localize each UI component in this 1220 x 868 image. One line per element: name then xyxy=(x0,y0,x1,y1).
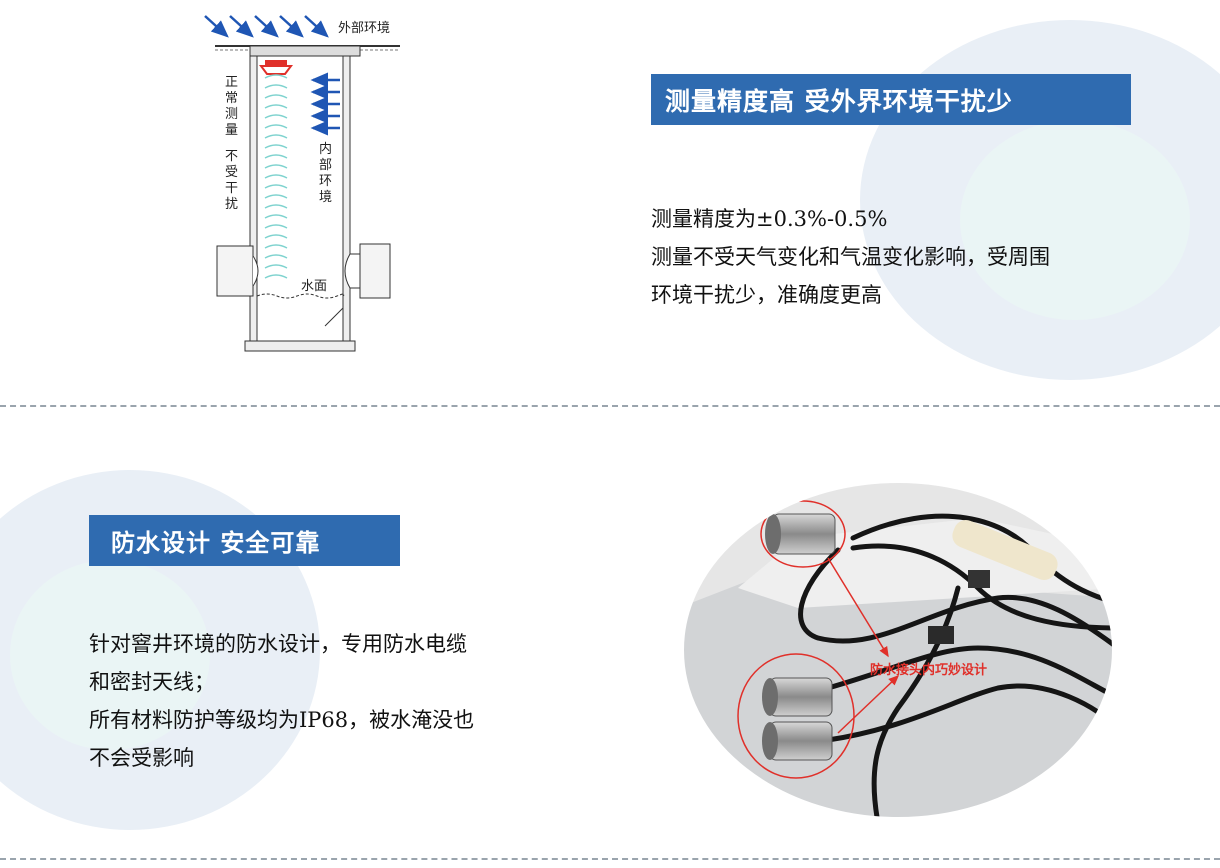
waterproof-line-1: 针对窨井环境的防水设计，专用防水电缆 xyxy=(89,632,467,656)
internal-environment-label: 内部 环境 xyxy=(319,141,336,205)
water-surface-label: 水面 xyxy=(301,279,327,294)
level-sensor-diagram: 外部环境 正常 测量 不受 干扰 内部 环境 水面 xyxy=(204,15,400,352)
waterproof-line-4: 不会受影响 xyxy=(89,746,194,770)
photo-annotation: 防水接头内巧妙设计 xyxy=(870,662,987,678)
background-swirl-top-right-inner xyxy=(960,120,1190,320)
precision-title-banner: 测量精度高 受外界环境干扰少 xyxy=(651,74,1131,125)
external-environment-arrows xyxy=(204,15,329,38)
waterproof-description: 针对窨井环境的防水设计，专用防水电缆 和密封天线； 所有材料防护等级均为IP68… xyxy=(89,625,474,777)
precision-line-1: 测量精度为±0.3%-0.5% xyxy=(651,207,888,231)
connector-top xyxy=(765,513,836,555)
precision-line-3: 环境干扰少，准确度更高 xyxy=(651,283,882,307)
external-environment-label: 外部环境 xyxy=(338,21,390,36)
measurement-wave xyxy=(264,74,288,279)
waterproof-connector-photo: 防水接头内巧妙设计 xyxy=(682,481,1114,819)
precision-description: 测量精度为±0.3%-0.5% 测量不受天气变化和气温变化影响，受周围 环境干扰… xyxy=(651,200,1050,314)
normal-measurement-label: 正常 测量 xyxy=(225,75,242,138)
precision-title: 测量精度高 受外界环境干扰少 xyxy=(665,86,1013,116)
connector-middle xyxy=(762,677,833,717)
highlight-circle-bottom xyxy=(737,653,855,779)
radar-sensor-icon xyxy=(259,60,293,75)
highlight-circle-top xyxy=(760,500,846,568)
waterproof-title-banner: 防水设计 安全可靠 xyxy=(89,515,400,566)
no-interference-label: 不受 干扰 xyxy=(225,149,242,212)
waterproof-line-3: 所有材料防护等级均为IP68，被水淹没也 xyxy=(89,708,475,732)
waterproof-title: 防水设计 安全可靠 xyxy=(111,529,321,557)
connector-bottom xyxy=(762,721,833,761)
section-divider xyxy=(0,405,1220,407)
internal-environment-arrows xyxy=(310,72,340,136)
water-surface-line xyxy=(256,293,345,299)
bottom-divider xyxy=(0,858,1220,860)
background-swirl-bottom-left-inner xyxy=(10,560,210,750)
waterproof-line-2: 和密封天线； xyxy=(89,670,215,694)
precision-line-2: 测量不受天气变化和气温变化影响，受周围 xyxy=(651,245,1050,269)
